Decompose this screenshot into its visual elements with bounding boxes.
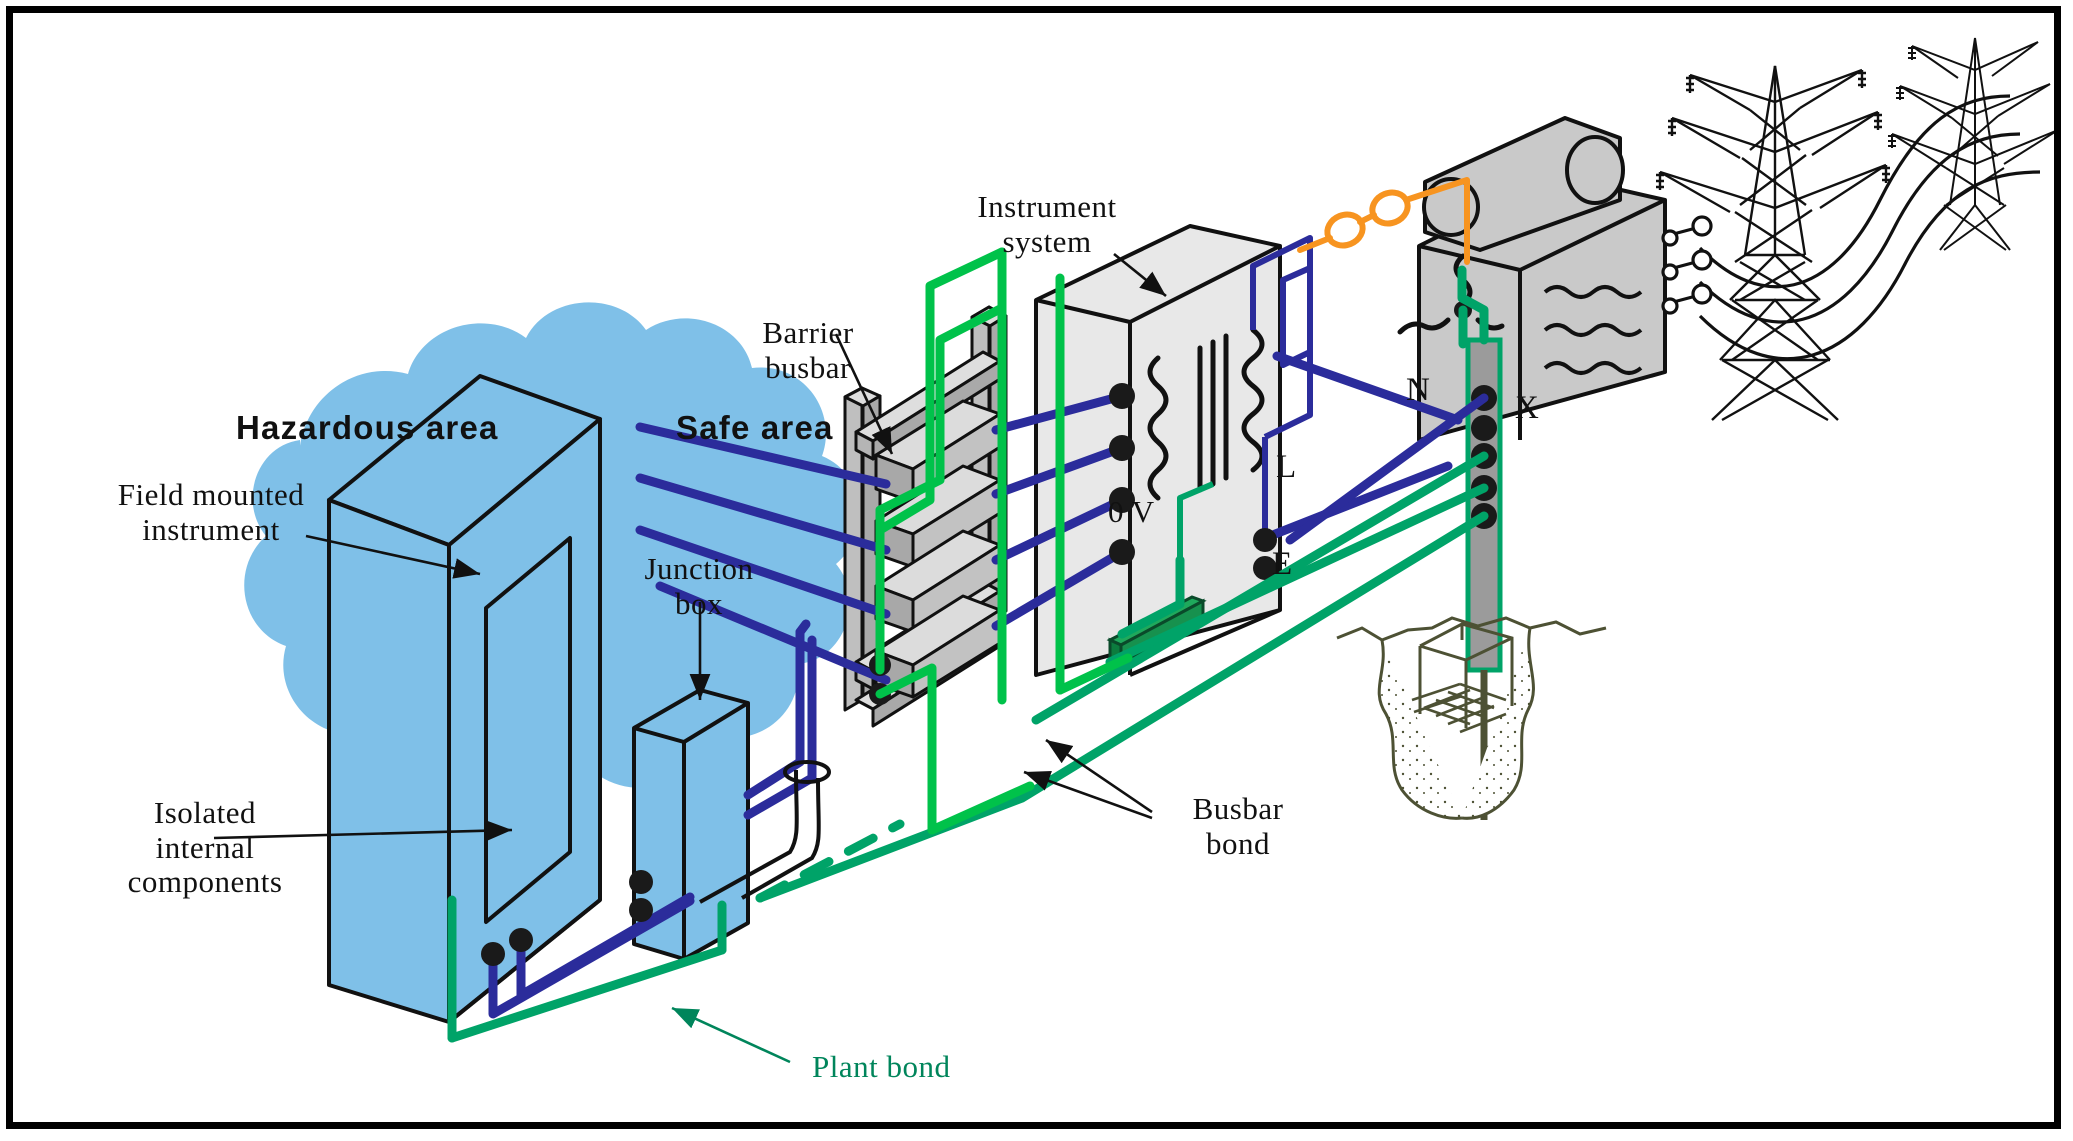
earth-label: E [1272,546,1293,582]
annotation-leaders [213,252,1167,842]
hv-supply-line [1297,177,1470,265]
hazardous-area-label: Hazardous area [236,409,499,446]
transmission-pylon-front [1656,65,1890,422]
busbar-bond-label: Busbar bond [1192,791,1284,861]
instrument-signal-wiring [488,351,1489,1019]
neutral-label: N [1406,372,1431,408]
instrument-system-label: Instrument system [977,189,1117,259]
earth-bonding-conductors [447,451,1489,1043]
overhead-power-lines [1661,94,2041,361]
safe-area-label: Safe area [676,409,834,446]
line-label: L [1276,449,1297,485]
cabinet-secondary-loop [1250,235,1313,530]
field-mounted-instrument [327,374,602,1024]
cabinet-earth-riser [1117,265,1489,639]
barrier-earth-bond [875,247,1133,835]
electrode-label: X [1515,390,1540,426]
barrier-busbar-label: Barrier busbar [762,315,854,385]
isolated-internal-components-label: Isolated internal components [127,795,283,900]
buried-earth-grid [1336,616,1607,820]
field-mounted-instrument-label: Field mounted instrument [117,477,305,547]
instrument-system-cabinet [1034,224,1282,677]
cabinet-transformer-symbol [1147,327,1265,501]
cabinet-earth-reference [1177,481,1215,560]
cable-conduit-sleeve [699,760,831,904]
zero-volt-label: 0 V [1108,494,1155,529]
plant-bond-label: Plant bond [812,1049,951,1084]
transmission-pylon-back [1888,37,2059,251]
signal-wire-terminal-dots [481,383,1277,966]
junction-box-label: Junction box [644,551,754,621]
plant-bond-leader [671,1006,791,1064]
